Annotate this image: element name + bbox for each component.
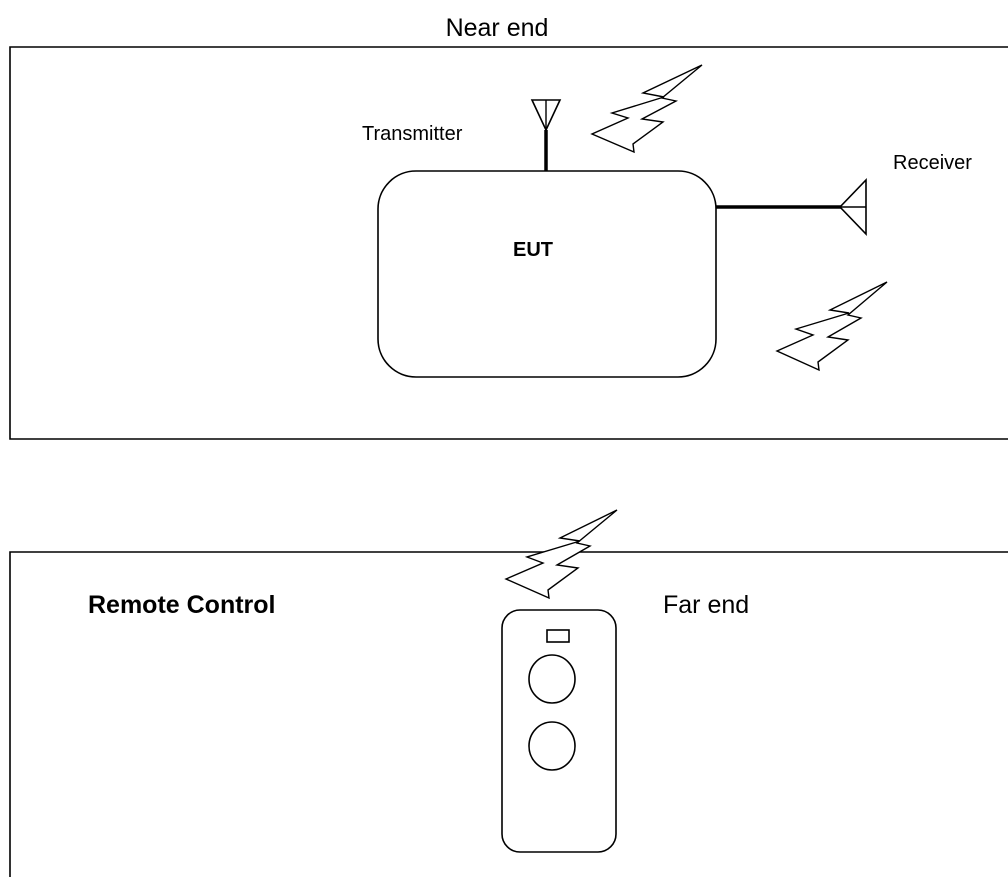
receiver-label: Receiver [893,152,972,174]
far-end-label: Far end [663,591,749,619]
near-end-box [9,46,1008,440]
eut-label: EUT [513,239,553,261]
remote-button-bottom [528,721,576,771]
near-end-label: Near end [446,14,549,42]
near-end-panel: Near end EUT Transmitter Receiver [9,14,1008,440]
remote-button-top [528,654,576,704]
remote-led-indicator [546,629,570,643]
remote-control-body [501,609,617,853]
remote-signal-bolt-icon [504,509,618,600]
transmitter-antenna-icon [530,99,562,171]
far-end-box [9,551,1008,877]
transmit-signal-bolt-icon [590,64,703,154]
receive-signal-bolt-icon [775,281,888,372]
remote-control-label: Remote Control [88,591,276,619]
receiver-antenna-icon [716,178,867,236]
far-end-panel: Remote Control Far end [9,509,1008,877]
transmitter-label: Transmitter [362,123,463,145]
remote-control-device [501,609,617,853]
eut-device [377,170,717,378]
